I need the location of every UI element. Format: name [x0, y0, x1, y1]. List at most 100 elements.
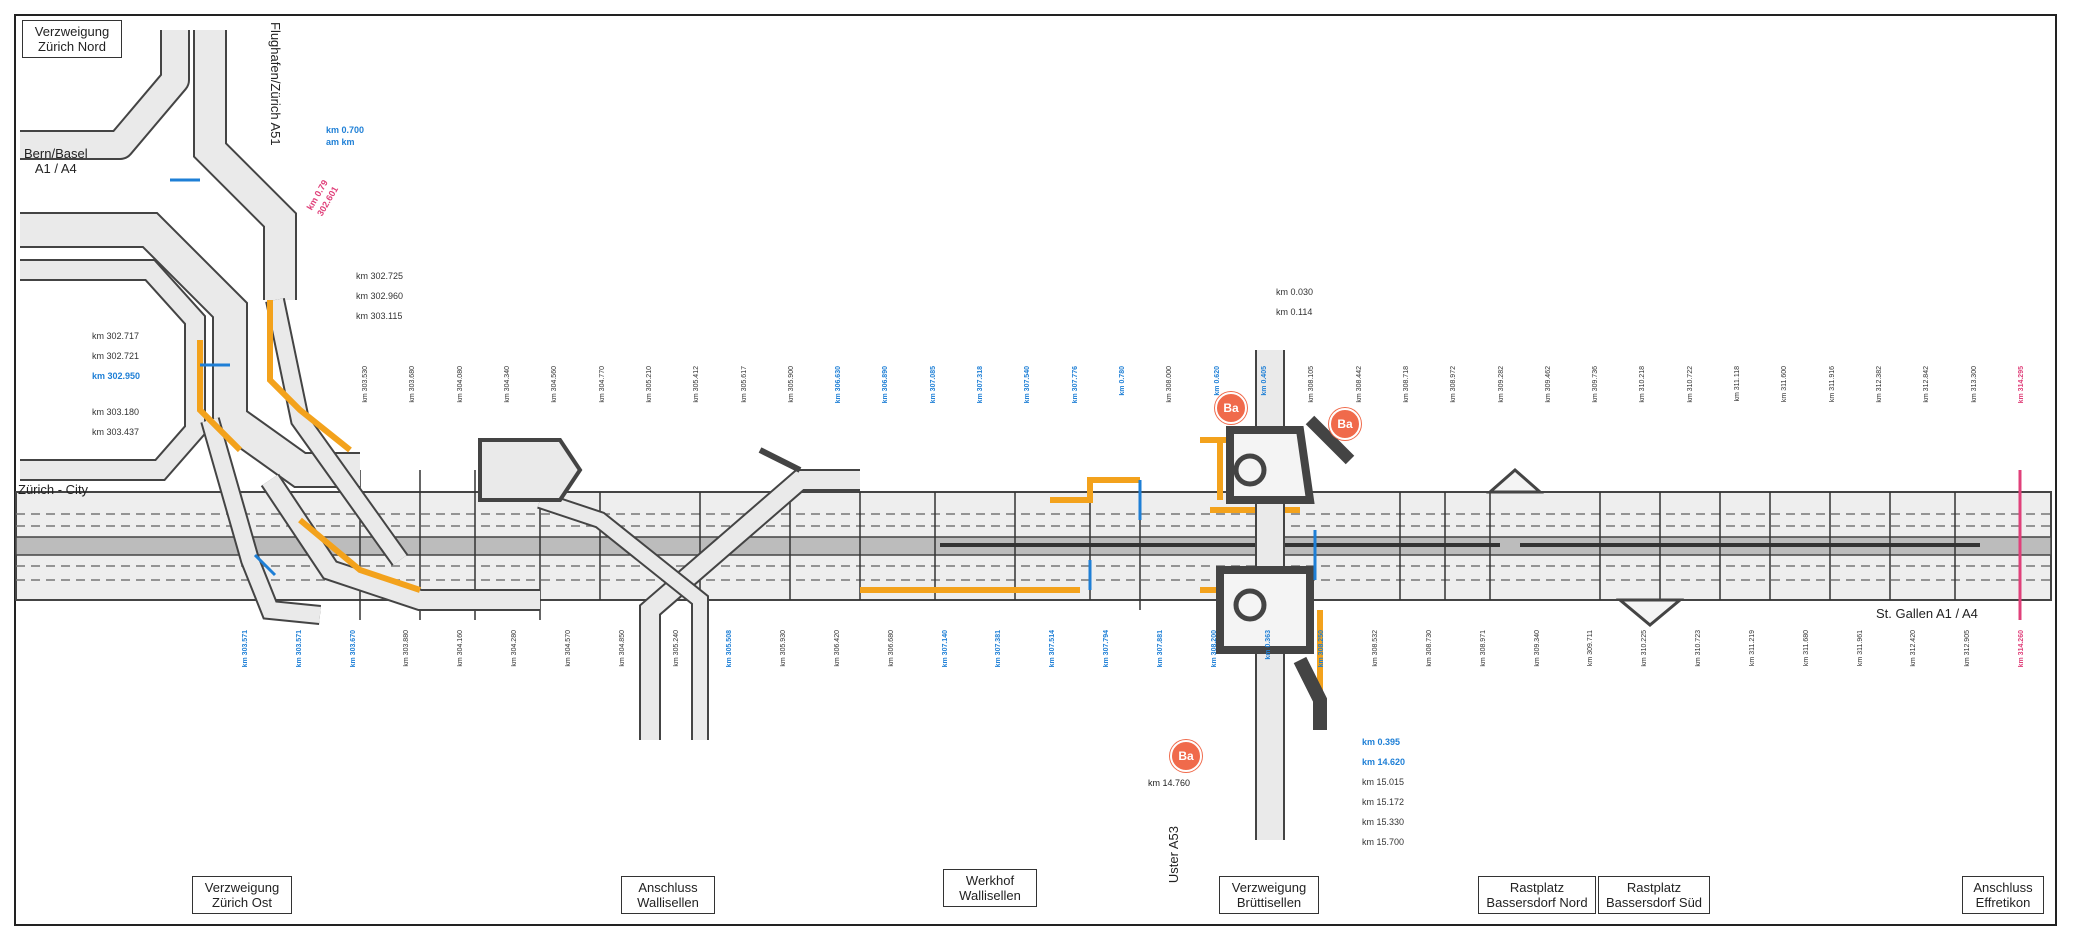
- km-label: km 306.890: [882, 366, 889, 404]
- km-label: km 309.340: [1534, 630, 1541, 667]
- km-label: km 305.412: [693, 366, 700, 403]
- label-werkhof-wallisellen: Werkhof Wallisellen: [943, 869, 1037, 907]
- km-list-bruttisellen-bottom: km 0.395 km 14.620 km 15.015 km 15.172 k…: [1362, 732, 1405, 852]
- km-label: km 308.442: [1356, 366, 1363, 403]
- km-label: km 309.462: [1545, 366, 1552, 403]
- label-zurich-city: Zürich - City: [18, 482, 89, 497]
- label-line: Zürich Nord: [38, 39, 106, 54]
- km-label: km 312.905: [1964, 630, 1971, 667]
- km-label: km 305.240: [673, 630, 680, 667]
- km-label: km 304.770: [599, 366, 606, 403]
- km-label: km 304.560: [551, 366, 558, 403]
- km-list-a51: km 0.700 am km: [326, 124, 364, 148]
- km-value: km 302.960: [356, 291, 404, 301]
- km-label: km 307.381: [995, 630, 1002, 668]
- km-label: km 304.850: [619, 630, 626, 667]
- label-st-gallen: St. Gallen A1 / A4: [1876, 606, 1978, 621]
- label-line: Werkhof: [965, 873, 1015, 888]
- km-label: km 308.971: [1480, 630, 1487, 667]
- km-label: km 0.780: [1119, 366, 1126, 396]
- km-label: km 314.260: [2018, 630, 2025, 668]
- km-label: km 309.282: [1498, 366, 1505, 403]
- km-ba-bottom: km 14.760: [1148, 778, 1191, 788]
- km-list-left-mid: km 302.717 km 302.721 km 302.950 km 303.…: [92, 326, 140, 442]
- km-label: km 303.571: [296, 630, 303, 668]
- label-line: Bern/Basel: [24, 146, 88, 161]
- km-value: am km: [326, 137, 355, 147]
- label-line: Bassersdorf Süd: [1605, 895, 1703, 910]
- km-label: km 307.881: [1157, 630, 1164, 668]
- km-label: km 313.300: [1971, 366, 1978, 403]
- km-markers: [170, 178, 2022, 620]
- km-label: km 311.916: [1829, 366, 1836, 403]
- label-line: Brüttisellen: [1236, 895, 1302, 910]
- label-line: Anschluss: [1973, 880, 2033, 895]
- label-bern-basel: Bern/Basel A1 / A4: [24, 146, 88, 176]
- label-line: Verzweigung: [204, 880, 280, 895]
- km-label: km 303.880: [403, 630, 410, 667]
- km-list-left-upper: km 302.725 km 302.960 km 303.115: [356, 266, 403, 326]
- km-label: km 303.680: [409, 366, 416, 403]
- km-label: km 311.118: [1734, 366, 1741, 402]
- km-label: km 310.722: [1687, 366, 1694, 403]
- badge-ba: Ba: [1170, 740, 1202, 772]
- km-label: km 310.218: [1639, 366, 1646, 403]
- ramp-wallisellen: [478, 438, 860, 740]
- km-label: km 308.105: [1308, 366, 1315, 403]
- km-label: km 312.842: [1923, 366, 1930, 403]
- km-value: km 0.114: [1276, 307, 1313, 317]
- km-value: km 302.725: [356, 271, 404, 281]
- label-line: Wallisellen: [959, 888, 1021, 903]
- km-label: km 303.670: [350, 630, 357, 668]
- km-value: km 302.717: [92, 331, 140, 341]
- label-verzweigung-zurich-nord: Verzweigung Zürich Nord: [22, 20, 122, 58]
- km-label: km 314.295: [2018, 366, 2025, 404]
- interchange-zurich-ost: [20, 30, 540, 625]
- label-line: Verzweigung: [1231, 880, 1307, 895]
- km-label: km 303.571: [242, 630, 249, 668]
- km-label: km 305.930: [780, 630, 787, 667]
- km-label: km 312.382: [1876, 366, 1883, 403]
- km-label: km 312.420: [1910, 630, 1917, 667]
- label-line: Rastplatz: [1626, 880, 1682, 895]
- km-label: km 311.680: [1803, 630, 1810, 667]
- label-line: Effretikon: [1975, 895, 2031, 910]
- label-uster: Uster A53: [1166, 826, 1181, 884]
- km-value: km 302.721: [92, 351, 140, 361]
- km-label: km 303.530: [362, 366, 369, 403]
- label-line: Verzweigung: [34, 24, 110, 39]
- km-value: km 0.395: [1362, 737, 1401, 747]
- km-label: km 306.630: [835, 366, 842, 404]
- badge-ba: Ba: [1329, 408, 1361, 440]
- km-value: km 0.030: [1276, 287, 1314, 297]
- km-value: km 303.180: [92, 407, 140, 417]
- km-label: km 304.160: [457, 630, 464, 667]
- km-label: km 310.723: [1695, 630, 1702, 667]
- km-label: km 311.219: [1749, 630, 1756, 667]
- badge-ba: Ba: [1215, 392, 1247, 424]
- km-label: km 307.776: [1072, 366, 1079, 404]
- km-value: km 15.700: [1362, 837, 1405, 847]
- rest-area-bumps: [1486, 468, 1685, 627]
- interchange-bruttisellen: [1216, 350, 1355, 840]
- km-value: km 15.172: [1362, 797, 1405, 807]
- km-label: km 307.140: [942, 630, 949, 668]
- km-label: km 308.200: [1211, 630, 1218, 668]
- km-label: km 306.680: [888, 630, 895, 667]
- km-label: km 305.900: [788, 366, 795, 403]
- km-label: km 308.532: [1372, 630, 1379, 667]
- km-label: km 310.225: [1641, 630, 1648, 667]
- km-label: km 0.363: [1265, 630, 1272, 660]
- km-label: km 305.210: [646, 366, 653, 403]
- km-label: km 309.711: [1587, 630, 1594, 667]
- km-label: km 305.508: [726, 630, 733, 668]
- km-label: km 311.600: [1781, 366, 1788, 403]
- km-label: km 308.718: [1403, 366, 1410, 403]
- km-label: km 309.736: [1592, 366, 1599, 403]
- label-rastplatz-nord: Rastplatz Bassersdorf Nord: [1478, 876, 1596, 914]
- km-value: km 14.620: [1362, 757, 1406, 767]
- km-label: km 304.280: [511, 630, 518, 667]
- km-value: km 303.115: [356, 311, 403, 321]
- km-label: km 308.000: [1166, 366, 1173, 403]
